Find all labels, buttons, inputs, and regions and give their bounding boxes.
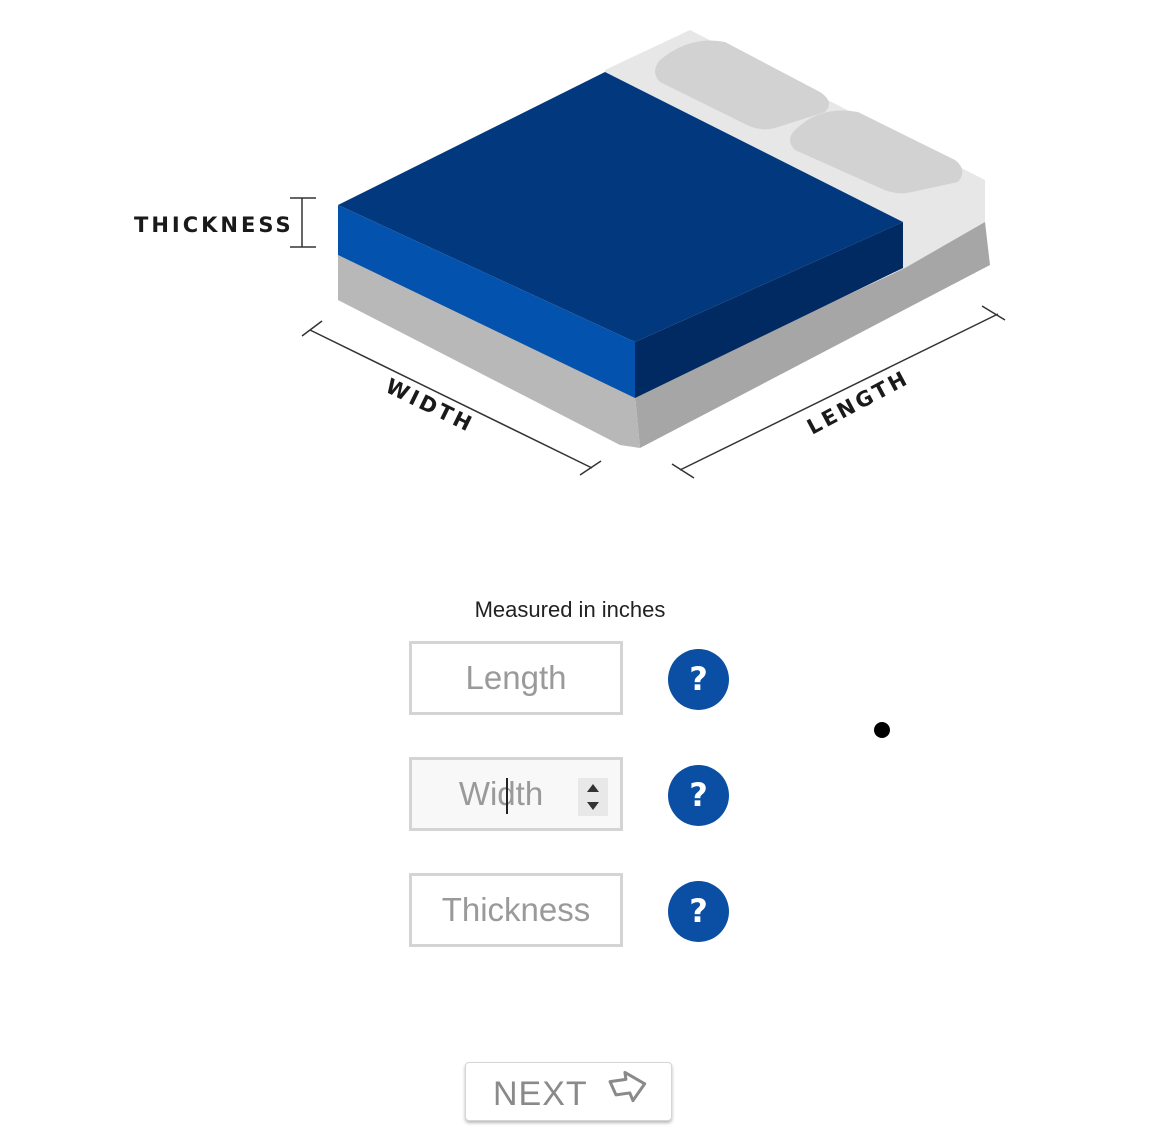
width-help-button[interactable]: ?: [668, 765, 729, 826]
pillow-icon: [655, 40, 829, 130]
width-field: [409, 757, 623, 831]
mattress-diagram: THICKNESS WIDTH LENGTH: [134, 30, 1006, 479]
thickness-label: THICKNESS: [134, 213, 294, 237]
next-button[interactable]: NEXT: [465, 1062, 672, 1121]
length-help-button[interactable]: ?: [668, 649, 729, 710]
arrow-right-outline-icon: [608, 1070, 647, 1103]
base-front-side: [338, 255, 640, 448]
mouse-cursor-dot: [874, 722, 890, 738]
units-note: Measured in inches: [474, 597, 666, 622]
thickness-help-button[interactable]: ?: [668, 881, 729, 942]
text-caret: [506, 778, 508, 814]
pillow-icon: [790, 110, 963, 194]
thickness-field: [409, 873, 623, 947]
mattress-front-side: [338, 205, 635, 398]
next-button-label: NEXT: [493, 1075, 588, 1113]
base-right-side: [635, 222, 990, 448]
mattress-top: [338, 72, 903, 342]
number-spinner[interactable]: [578, 778, 608, 816]
thickness-input[interactable]: [412, 876, 620, 944]
width-dimension-line: [301, 320, 602, 476]
length-input[interactable]: [412, 644, 620, 712]
spinner-arrows-icon: [587, 784, 599, 810]
thickness-marker: [290, 197, 316, 248]
length-dimension-line: [671, 305, 1006, 479]
length-field: [409, 641, 623, 715]
mattress-right-side: [635, 222, 903, 398]
length-label: LENGTH: [803, 366, 913, 440]
